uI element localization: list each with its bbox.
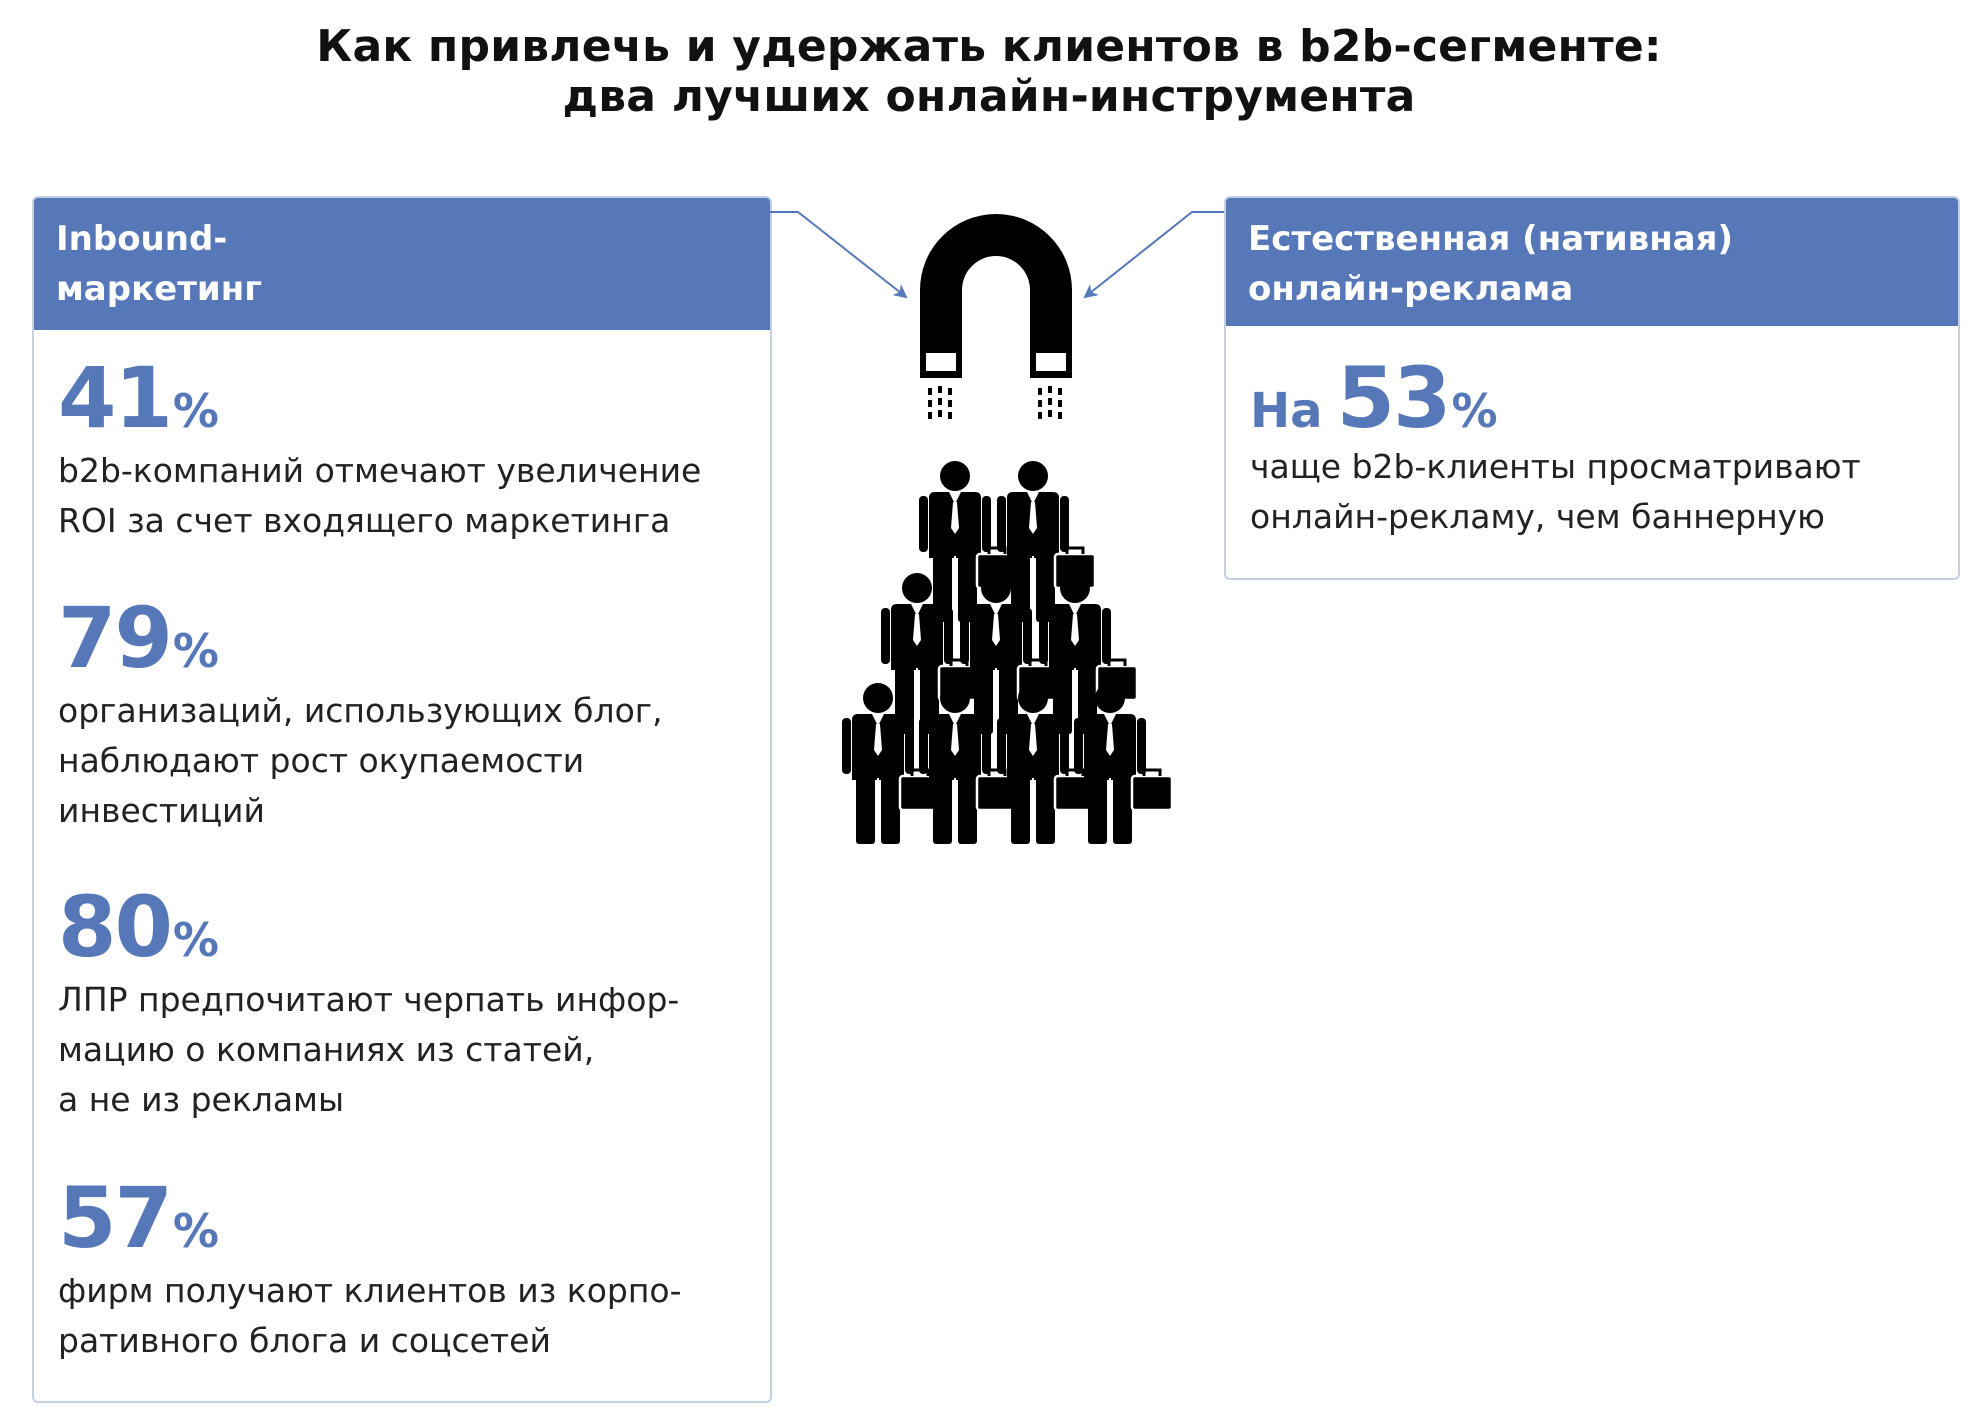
stat-line: ЛПР предпочитают черпать инфор- [58, 980, 680, 1019]
native-header-line-1: Естественная (нативная) [1248, 219, 1733, 259]
stat-percent: % [172, 1204, 219, 1258]
stat-line: ROI за счет входящего маркетинга [58, 501, 671, 540]
stat-value: 41% [58, 356, 701, 440]
stat-item: 79% организаций, использующих блог, набл… [58, 596, 663, 836]
stat-line: чаще b2b-клиенты просматривают [1250, 447, 1861, 486]
stat-description: ЛПР предпочитают черпать инфор- мацию о … [58, 975, 679, 1125]
stat-description: организаций, использующих блог, наблюдаю… [58, 686, 663, 836]
inbound-header-line-1: Inbound- [56, 219, 228, 259]
stat-line: организаций, использующих блог, [58, 691, 663, 730]
stat-line: фирм получают клиентов из корпо- [58, 1271, 682, 1310]
inbound-marketing-header: Inbound- маркетинг [34, 198, 770, 330]
stat-value: 79% [58, 596, 663, 680]
stat-value: 57% [58, 1176, 682, 1260]
stat-line: ративного блога и соцсетей [58, 1321, 551, 1360]
native-advertising-card: Естественная (нативная) онлайн-реклама Н… [1224, 196, 1960, 580]
stat-line: мацию о компаниях из статей, [58, 1030, 595, 1069]
stat-percent: % [172, 384, 219, 438]
stat-number: 80 [58, 878, 173, 976]
stat-line: b2b-компаний отмечают увеличение [58, 451, 702, 490]
native-advertising-header: Естественная (нативная) онлайн-реклама [1226, 198, 1958, 326]
magnet-crowd-illustration [770, 211, 1224, 846]
stat-line: инвестиций [58, 791, 265, 830]
stat-number: 41 [58, 349, 173, 447]
inbound-marketing-card: Inbound- маркетинг 41% b2b-компаний отме… [32, 196, 772, 1403]
stat-number: 53 [1336, 349, 1452, 447]
stat-line: а не из рекламы [58, 1080, 345, 1119]
stat-line: онлайн-рекламу, чем баннерную [1250, 497, 1825, 536]
stat-percent: % [172, 913, 219, 967]
left-arrow-icon [770, 211, 908, 299]
stat-line: наблюдают рост окупаемости [58, 741, 585, 780]
stat-item: 57% фирм получают клиентов из корпо- рат… [58, 1176, 682, 1366]
business-people-crowd-icon [840, 459, 1174, 846]
page-title-line-1: Как привлечь и удержать клиентов в b2b-с… [316, 21, 1662, 72]
native-header-line-2: онлайн-реклама [1248, 269, 1574, 309]
stat-prefix: На [1250, 383, 1323, 439]
stat-value: 80% [58, 885, 679, 969]
stat-percent: % [172, 624, 219, 678]
stat-description: b2b-компаний отмечают увеличение ROI за … [58, 446, 701, 546]
stat-number: 79 [58, 589, 173, 687]
stat-number: 57 [58, 1169, 173, 1267]
stat-item: 41% b2b-компаний отмечают увеличение ROI… [58, 356, 701, 546]
page-title: Как привлечь и удержать клиентов в b2b-с… [0, 22, 1978, 122]
stat-item: 80% ЛПР предпочитают черпать инфор- маци… [58, 885, 679, 1125]
stat-percent: % [1451, 384, 1498, 438]
page-title-line-2: два лучших онлайн-инструмента [562, 71, 1416, 122]
inbound-header-line-2: маркетинг [56, 269, 262, 309]
stat-description: фирм получают клиентов из корпо- ративно… [58, 1266, 682, 1366]
stat-description: чаще b2b-клиенты просматривают онлайн-ре… [1250, 442, 1861, 542]
magnet-icon [920, 214, 1072, 419]
right-arrow-icon [1083, 211, 1224, 299]
